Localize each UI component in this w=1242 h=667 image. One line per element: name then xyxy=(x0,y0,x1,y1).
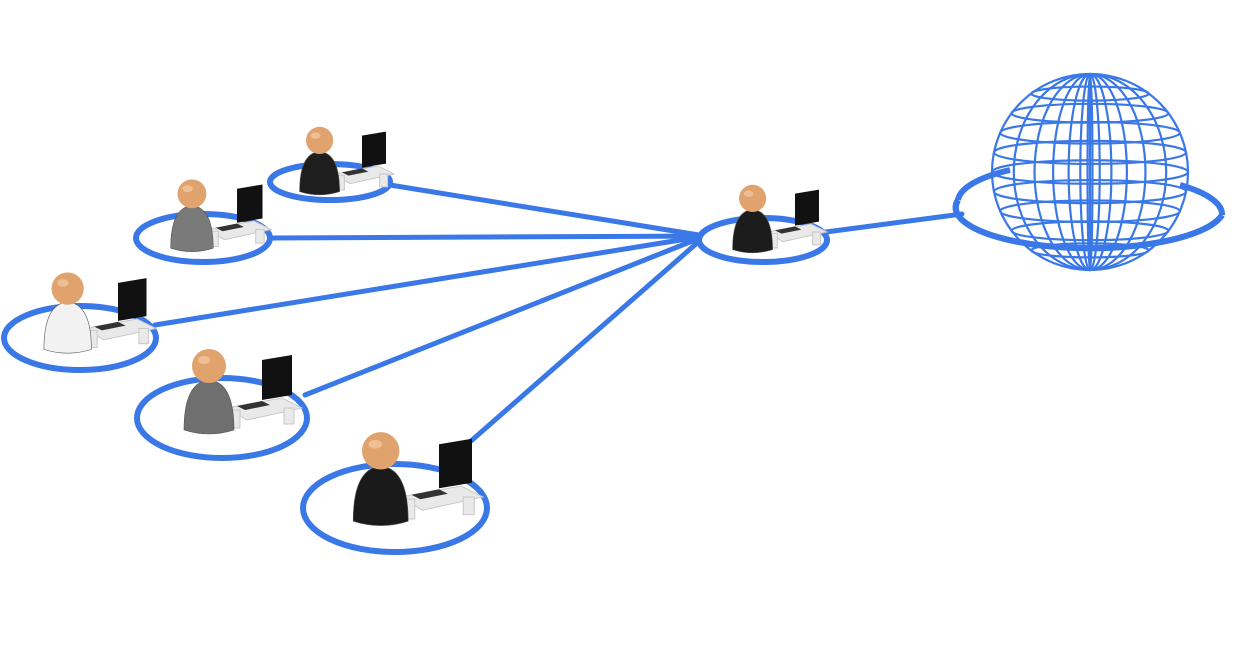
globe-ring-left xyxy=(955,167,1011,201)
person-at-computer-icon xyxy=(732,184,829,254)
client-node xyxy=(133,179,273,265)
nodes xyxy=(1,126,830,555)
person-head xyxy=(306,126,334,154)
connection-line xyxy=(823,211,965,235)
keyboard-icon xyxy=(237,401,270,410)
head-highlight xyxy=(57,279,69,287)
head-highlight xyxy=(743,190,754,197)
keyboard-icon xyxy=(411,489,448,500)
head-highlight xyxy=(182,185,193,193)
monitor-icon xyxy=(362,131,386,168)
connections xyxy=(152,182,965,458)
keyboard-icon xyxy=(342,168,369,176)
connection-line xyxy=(387,182,708,239)
client-node xyxy=(1,272,159,373)
person-at-computer-icon xyxy=(352,432,485,526)
connection-line xyxy=(302,233,708,398)
person-body xyxy=(732,209,773,254)
monitor-icon xyxy=(262,355,292,400)
keyboard-icon xyxy=(215,223,244,232)
keyboard-icon xyxy=(775,226,802,234)
head-highlight xyxy=(368,439,382,449)
hub-node xyxy=(696,184,830,265)
client-node xyxy=(300,432,490,555)
desk-leg xyxy=(379,173,389,188)
person-head xyxy=(192,349,226,383)
person-body xyxy=(183,379,235,435)
desk-leg xyxy=(138,328,149,345)
person-body xyxy=(43,301,92,354)
globe-ring-right xyxy=(1179,182,1225,216)
desk-leg xyxy=(812,231,822,246)
monitor-icon xyxy=(237,184,263,223)
person-head xyxy=(51,272,84,305)
person-head xyxy=(739,184,767,212)
desk-leg xyxy=(255,229,265,244)
head-highlight xyxy=(198,356,210,364)
connection-line xyxy=(152,233,708,328)
person-body xyxy=(352,465,409,526)
client-node xyxy=(134,349,310,461)
connection-line xyxy=(267,233,708,241)
person-head xyxy=(362,432,400,470)
person-body xyxy=(299,151,340,196)
monitor-icon xyxy=(795,189,819,226)
connection-line xyxy=(452,233,708,458)
person-at-computer-icon xyxy=(43,272,158,354)
desk-leg xyxy=(283,407,295,425)
person-head xyxy=(177,179,207,209)
person-at-computer-icon xyxy=(183,349,304,435)
client-node xyxy=(267,126,396,203)
internet-node xyxy=(952,72,1225,272)
globe-ring-front xyxy=(952,198,1225,252)
monitor-icon xyxy=(118,278,147,321)
person-body xyxy=(170,205,214,252)
monitor-icon xyxy=(439,438,472,489)
desk-leg xyxy=(462,496,475,516)
person-at-computer-icon xyxy=(299,126,396,196)
keyboard-icon xyxy=(94,321,126,331)
person-at-computer-icon xyxy=(170,179,273,252)
head-highlight xyxy=(310,132,321,139)
